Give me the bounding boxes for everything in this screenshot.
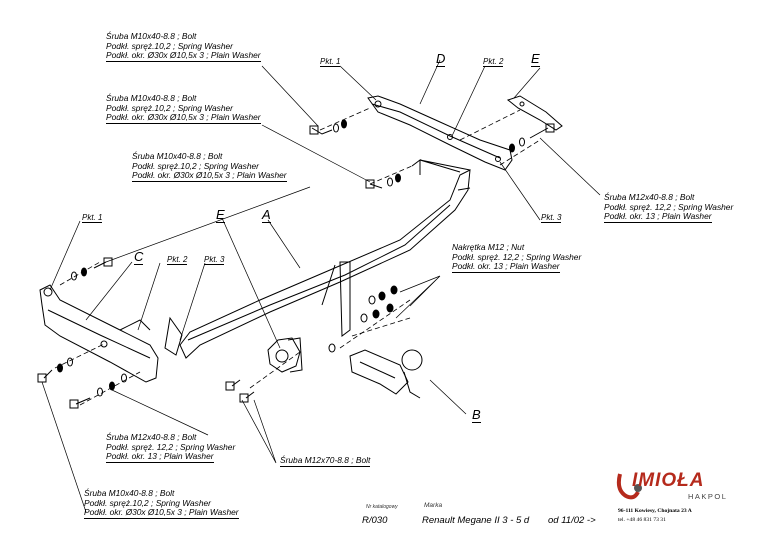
label-line: Podkł. spręż. 12,2 ; Spring Washer <box>452 251 582 262</box>
label-line: Podkł. spręż.10,2 ; Spring Washer <box>106 102 233 113</box>
bracket-d <box>367 95 513 171</box>
part-letter-d: D <box>436 51 446 67</box>
company-address: 96-111 Kowiesy, Chojnata 23 A <box>618 508 692 514</box>
label-bolt-m10-bottom: Śruba M10x40-8.8 ; Bolt Podkł. spręż.10,… <box>84 488 239 519</box>
label-line: Śruba M10x40-8.8 ; Bolt <box>106 31 197 41</box>
part-e-top-label: E <box>531 51 540 67</box>
label-line: Śruba M12x70-8.8 ; Bolt <box>280 455 371 467</box>
label-bolt-m10-second: Śruba M10x40-8.8 ; Bolt Podkł. spręż.10,… <box>106 93 261 124</box>
date-value: od 11/02 -> <box>548 515 596 526</box>
label-line: Śruba M10x40-8.8 ; Bolt <box>106 93 197 103</box>
label-line: Podkł. spręż.10,2 ; Spring Washer <box>106 40 233 51</box>
logo-hook-icon <box>616 473 642 500</box>
label-line: Podkł. okr. Ø30x Ø10,5x 3 ; Plain Washer <box>106 50 261 62</box>
label-bolt-m12x70: Śruba M12x70-8.8 ; Bolt <box>280 455 371 467</box>
part-letter-c: C <box>134 249 144 265</box>
catalog-number-value: R/030 <box>362 515 388 526</box>
label-line: Podkł. okr. 13 ; Plain Washer <box>452 261 560 273</box>
part-e-mid-label: E <box>216 207 225 223</box>
label-line: Podkł. spręż. 12,2 ; Spring Washer <box>106 441 236 452</box>
label-line: Podkł. okr. Ø30x Ø10,5x 3 ; Plain Washer <box>132 170 287 182</box>
part-d-label: D <box>436 51 446 67</box>
label-line: Śruba M10x40-8.8 ; Bolt <box>132 151 223 161</box>
label-line: Podkł. okr. 13 ; Plain Washer <box>604 211 712 223</box>
fasteners <box>37 119 555 409</box>
brand-label: Marka <box>424 502 443 509</box>
company-logo: IMIOŁA <box>632 470 705 491</box>
point-3-left: Pkt. 3 <box>204 255 225 265</box>
label-bolt-m12-right: Śruba M12x40-8.8 ; Bolt Podkł. spręż. 12… <box>604 192 734 223</box>
socket-plate-e <box>267 337 303 373</box>
crossbar-a <box>164 159 471 359</box>
part-c-label: C <box>134 249 144 265</box>
company-sub: HAKPOL <box>688 492 728 501</box>
leader-lines <box>41 59 601 513</box>
label-line: Podkł. okr. Ø30x Ø10,5x 3 ; Plain Washer <box>106 112 261 124</box>
label-line: Śruba M10x40-8.8 ; Bolt <box>84 488 175 498</box>
point-2-left: Pkt. 2 <box>167 255 188 265</box>
part-letter-b: B <box>472 407 481 423</box>
bracket-c <box>39 284 159 383</box>
part-letter-e-mid: E <box>216 207 225 223</box>
label-bolt-m12-left: Śruba M12x40-8.8 ; Bolt Podkł. spręż. 12… <box>106 432 236 463</box>
part-b-label: B <box>472 407 481 423</box>
point-1-top: Pkt. 1 <box>320 57 341 67</box>
label-line: Podkł. okr. 13 ; Plain Washer <box>106 451 214 463</box>
label-line: Nakrętka M12 ; Nut <box>452 242 525 252</box>
label-bolt-m10-third: Śruba M10x40-8.8 ; Bolt Podkł. spręż.10,… <box>132 151 287 182</box>
point-1-left: Pkt. 1 <box>82 213 103 223</box>
point-3-right: Pkt. 3 <box>541 213 562 223</box>
catalog-number-label: Nr katalogowy <box>366 504 398 510</box>
label-line: Podkł. spręż.10,2 ; Spring Washer <box>132 160 259 171</box>
label-line: Śruba M12x40-8.8 ; Bolt <box>106 432 197 442</box>
label-nut-m12: Nakrętka M12 ; Nut Podkł. spręż. 12,2 ; … <box>452 242 582 273</box>
part-a-label: A <box>262 207 271 223</box>
tow-ball-b <box>349 349 423 399</box>
label-line: Śruba M12x40-8.8 ; Bolt <box>604 192 695 202</box>
bracket-e-top <box>506 95 563 131</box>
part-letter-a: A <box>262 207 271 223</box>
label-line: Podkł. spręż.10,2 ; Spring Washer <box>84 497 211 508</box>
label-line: Podkł. spręż. 12,2 ; Spring Washer <box>604 201 734 212</box>
company-phone: tel. +48 46 831 73 31 <box>618 517 666 523</box>
brand-value: Renault Megane II 3 - 5 d <box>422 515 530 526</box>
label-line: Podkł. okr. Ø30x Ø10,5x 3 ; Plain Washer <box>84 507 239 519</box>
part-letter-e-top: E <box>531 51 540 67</box>
label-bolt-m10-top: Śruba M10x40-8.8 ; Bolt Podkł. spręż.10,… <box>106 31 261 62</box>
assembly-lines <box>54 107 541 406</box>
point-2-top: Pkt. 2 <box>483 57 504 67</box>
